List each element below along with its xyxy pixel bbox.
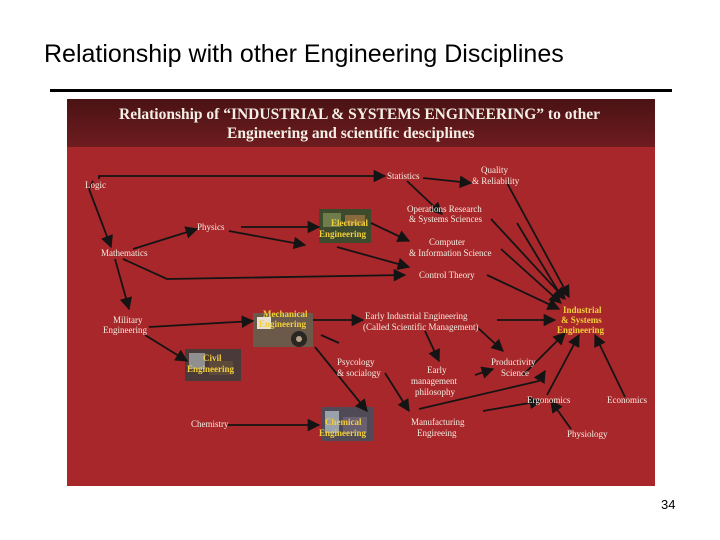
arrow-quality-ise xyxy=(506,182,570,299)
node-civil-l2: Engineering xyxy=(187,364,235,374)
chemical-engineering-picture xyxy=(321,407,373,441)
node-ise-l2: & Systems xyxy=(561,315,602,325)
node-early-mgmt-l2: management xyxy=(411,376,457,386)
arrow-control-ise xyxy=(486,274,561,310)
arrow-manufacturing-productivity xyxy=(418,369,546,410)
node-physics: Physics xyxy=(197,222,225,232)
node-military-l1: Military xyxy=(113,315,143,325)
node-or-l1: Operations Research xyxy=(407,204,482,214)
node-early-ie-l1: Early Industrial Engineering xyxy=(365,311,468,321)
node-electrical-l1: Electrical xyxy=(331,218,368,228)
node-psychology-l2: & socialogy xyxy=(337,368,381,378)
node-chemical-l2: Engineering xyxy=(319,428,367,438)
arrow-productivity-ise xyxy=(522,332,566,376)
diagram-nodes: Logic Statistics Quality & Reliability P… xyxy=(85,165,647,439)
mechanical-engineering-picture xyxy=(253,313,313,347)
arrow-computer-ise xyxy=(500,248,562,304)
diagram-canvas: Logic Statistics Quality & Reliability P… xyxy=(85,165,647,441)
node-control-theory: Control Theory xyxy=(419,270,475,280)
node-logic: Logic xyxy=(85,180,106,190)
arrow-electrical-control xyxy=(336,246,411,271)
electrical-engineering-picture xyxy=(319,209,371,243)
arrow-statistics-quality xyxy=(422,175,473,189)
node-ergonomics: Ergonomics xyxy=(527,395,571,405)
node-mechanical-l2: Engineering xyxy=(259,319,307,329)
arrow-early-ie-productivity xyxy=(476,326,504,352)
node-ise-l3: Engineering xyxy=(557,325,605,335)
arrow-electrical-computer xyxy=(370,222,411,242)
arrow-economics-ise xyxy=(594,333,626,398)
node-early-mgmt-l1: Early xyxy=(427,365,447,375)
diagram-header xyxy=(67,99,655,147)
slide-title: Relationship with other Engineering Disc… xyxy=(44,40,564,68)
node-manufacturing-l2: Engireeing xyxy=(417,428,457,438)
node-early-ie-l2: (Called Scientific Management) xyxy=(363,322,478,332)
node-quality-l1: Quality xyxy=(481,165,508,175)
node-psychology-l1: Psycology xyxy=(337,357,375,367)
relationship-diagram: Relationship of “INDUSTRIAL & SYSTEMS EN… xyxy=(67,99,655,486)
arrow-mathematics-military xyxy=(114,258,133,311)
node-mathematics: Mathematics xyxy=(101,248,148,258)
diagram-heading-line1: Relationship of “INDUSTRIAL & SYSTEMS EN… xyxy=(119,106,600,123)
arrow-physiology-ergonomics xyxy=(550,399,572,430)
arrow-mathematics-physics xyxy=(132,226,199,250)
arrow-mechanical-psychology xyxy=(320,334,340,344)
node-civil-l1: Civil xyxy=(203,353,222,363)
node-mechanical-l1: Mechanical xyxy=(263,309,308,319)
arrow-logic-mathematics xyxy=(88,188,113,249)
diagram-arrows xyxy=(88,169,626,432)
title-divider xyxy=(50,89,672,92)
arrow-physics-electrical-2 xyxy=(228,230,307,250)
arrow-or-ise xyxy=(490,218,566,300)
arrow-manufacturing-ergonomics xyxy=(482,396,543,412)
node-chemical-l1: Chemical xyxy=(325,417,362,427)
node-productivity-l1: Productivity xyxy=(491,357,536,367)
node-economics: Economics xyxy=(607,395,647,405)
node-early-mgmt-l3: philosophy xyxy=(415,387,456,397)
node-statistics: Statistics xyxy=(387,171,420,181)
page-number: 34 xyxy=(661,497,676,512)
civil-engineering-picture xyxy=(185,349,241,381)
node-electrical-l2: Engineering xyxy=(319,229,367,239)
arrow-military-mechanical xyxy=(148,315,255,328)
arrow-psychology-manufacturing xyxy=(384,372,410,413)
arrow-early-ie-early-mgmt xyxy=(424,330,440,363)
arrow-mathematics-control xyxy=(122,258,407,282)
diagram-highlight-nodes: Electrical Engineering Mechanical Engine… xyxy=(187,218,605,438)
arrow-logic-statistics xyxy=(98,169,387,183)
node-productivity-l2: Science xyxy=(501,368,529,378)
node-physiology: Physiology xyxy=(567,429,608,439)
arrow-statistics-or xyxy=(406,180,443,215)
diagram-heading-line2: Engineering and scientific desciplines xyxy=(227,125,475,142)
node-manufacturing-l1: Manufacturing xyxy=(411,417,465,427)
arrow-ergonomics-ise xyxy=(546,333,580,396)
arrow-mathematics-logic xyxy=(88,180,94,190)
node-computer-l1: Computer xyxy=(429,237,465,247)
node-computer-l2: & Information Science xyxy=(409,248,491,258)
arrow-early-mgmt-productivity xyxy=(474,366,495,379)
arrow-mechanical-chemical xyxy=(314,346,368,412)
node-chemistry: Chemistry xyxy=(191,419,229,429)
node-quality-l2: & Reliability xyxy=(472,176,520,186)
node-ise-l1: Industrial xyxy=(563,305,602,315)
arrow-military-civil xyxy=(144,334,189,362)
node-or-l2: & Systems Sciences xyxy=(409,214,482,224)
node-military-l2: Engineering xyxy=(103,325,147,335)
arrow-or-ise-2 xyxy=(516,222,564,300)
